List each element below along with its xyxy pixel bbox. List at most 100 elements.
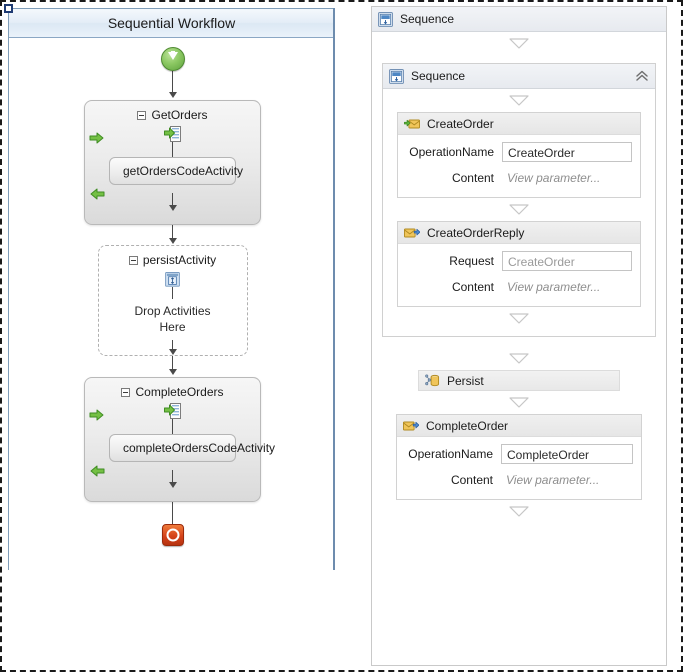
content-view-parameter-link[interactable]: View parameter... bbox=[507, 171, 601, 185]
inner-sequence[interactable]: Sequence bbox=[382, 63, 656, 337]
connector[interactable] bbox=[372, 391, 666, 414]
inner-sequence-label: Sequence bbox=[411, 69, 466, 83]
activity-completeorderscodeactivity[interactable]: completeOrdersCodeActivity bbox=[109, 434, 276, 462]
legacy-workflow-canvas[interactable]: GetOrders getOrdersCodeActivity bbox=[9, 38, 334, 571]
collapse-toggle-icon[interactable] bbox=[128, 255, 138, 265]
field-row: OperationName CompleteOrder bbox=[405, 444, 633, 464]
connector-line bbox=[172, 286, 173, 299]
field-label: OperationName bbox=[409, 145, 494, 159]
activity-fields: OperationName CompleteOrder Content View… bbox=[397, 437, 641, 499]
receive-icon bbox=[164, 126, 181, 142]
activity-title-row: CompleteOrders bbox=[121, 385, 224, 399]
connector-line bbox=[172, 71, 173, 93]
connector[interactable] bbox=[372, 347, 666, 370]
activity-label: CompleteOrders bbox=[135, 385, 224, 399]
connector-line bbox=[172, 419, 173, 434]
send-reply-icon bbox=[404, 228, 420, 237]
send-reply-icon bbox=[403, 421, 419, 430]
root-sequence-label: Sequence bbox=[400, 12, 455, 26]
receive-out-arrow-icon bbox=[90, 465, 105, 477]
activity-header[interactable]: CreateOrderReply bbox=[398, 222, 640, 244]
activity-fields: Request CreateOrder Content View paramet… bbox=[398, 244, 640, 306]
field-row: Content View parameter... bbox=[405, 470, 633, 490]
connector-arrow bbox=[168, 349, 177, 355]
request-input[interactable]: CreateOrder bbox=[502, 251, 632, 271]
inner-sequence-header[interactable]: Sequence bbox=[383, 64, 655, 89]
receive-message-icon bbox=[404, 119, 420, 128]
receive-icon bbox=[164, 403, 181, 419]
selection-handle[interactable] bbox=[4, 4, 13, 13]
field-label: Content bbox=[451, 171, 494, 185]
legacy-workflow-designer[interactable]: Sequential Workflow GetOrders bbox=[8, 8, 335, 571]
connector-line bbox=[172, 502, 173, 524]
connector-line bbox=[172, 225, 173, 239]
field-row: Content View parameter... bbox=[406, 277, 632, 297]
connector[interactable] bbox=[383, 198, 655, 221]
activity-label: Persist bbox=[447, 373, 484, 388]
activity-persist[interactable]: Persist bbox=[418, 370, 620, 391]
operationname-input[interactable]: CompleteOrder bbox=[501, 444, 633, 464]
activity-create-order[interactable]: CreateOrder OperationName CreateOrder Co… bbox=[397, 112, 641, 198]
connector[interactable] bbox=[372, 32, 666, 55]
root-sequence-body: Sequence bbox=[372, 32, 666, 523]
activity-label: completeOrdersCodeActivity bbox=[123, 441, 276, 455]
connector-arrow bbox=[168, 205, 177, 211]
activity-complete-order[interactable]: CompleteOrder OperationName CompleteOrde… bbox=[396, 414, 642, 500]
field-row: Content View parameter... bbox=[406, 168, 632, 188]
field-label: OperationName bbox=[408, 447, 493, 461]
receive-in-arrow-icon bbox=[89, 132, 104, 144]
triangle-down-connector-icon bbox=[509, 397, 529, 408]
connector-line bbox=[172, 142, 173, 157]
activity-header[interactable]: CompleteOrder bbox=[397, 415, 641, 437]
connector[interactable] bbox=[383, 307, 655, 330]
activity-label: CreateOrder bbox=[427, 116, 494, 131]
collapse-toggle-icon[interactable] bbox=[121, 387, 131, 397]
connector[interactable] bbox=[372, 500, 666, 523]
drop-hint-line-1: Drop Activities bbox=[134, 303, 211, 318]
wf4-workflow-designer[interactable]: Sequence Sequence bbox=[371, 6, 667, 666]
field-row: OperationName CreateOrder bbox=[406, 142, 632, 162]
sequence-icon bbox=[378, 11, 393, 27]
collapse-toggle-icon[interactable] bbox=[137, 110, 147, 120]
activity-persistactivity[interactable]: persistActivity Drop Activities Here bbox=[97, 245, 248, 356]
content-view-parameter-link[interactable]: View parameter... bbox=[506, 473, 600, 487]
connector[interactable] bbox=[383, 89, 655, 112]
activity-label: getOrdersCodeActivity bbox=[123, 164, 244, 178]
connector-line bbox=[172, 470, 173, 483]
activity-create-order-reply[interactable]: CreateOrderReply Request CreateOrder Con… bbox=[397, 221, 641, 307]
chevron-up-icon[interactable] bbox=[635, 69, 649, 83]
activity-header[interactable]: CreateOrder bbox=[398, 113, 640, 135]
connector-line bbox=[172, 356, 173, 370]
triangle-down-connector-icon bbox=[509, 313, 529, 324]
inner-sequence-body: CreateOrder OperationName CreateOrder Co… bbox=[383, 89, 655, 336]
connector-arrow bbox=[168, 369, 177, 375]
drop-activities-hint: Drop Activities Here bbox=[134, 303, 210, 335]
activity-getorderscodeactivity[interactable]: getOrdersCodeActivity bbox=[109, 157, 244, 185]
triangle-down-connector-icon bbox=[509, 95, 529, 106]
persist-db-icon bbox=[425, 374, 440, 386]
operationname-input[interactable]: CreateOrder bbox=[502, 142, 632, 162]
start-circle-icon[interactable] bbox=[160, 47, 185, 71]
connector-arrow bbox=[168, 238, 177, 244]
connector-line bbox=[172, 339, 173, 350]
stop-square-icon[interactable] bbox=[161, 524, 184, 546]
activity-label: GetOrders bbox=[151, 108, 208, 122]
triangle-down-connector-icon bbox=[509, 38, 529, 49]
field-label: Request bbox=[449, 254, 494, 268]
activity-label: CompleteOrder bbox=[426, 418, 509, 433]
activity-title-row: GetOrders bbox=[137, 108, 208, 122]
field-label: Content bbox=[451, 280, 494, 294]
activity-completeorders[interactable]: CompleteOrders completeOrdersCodeAc bbox=[84, 377, 276, 502]
root-sequence-header[interactable]: Sequence bbox=[372, 7, 666, 32]
activity-fields: OperationName CreateOrder Content View p… bbox=[398, 135, 640, 197]
persist-icon bbox=[165, 272, 180, 287]
receive-in-arrow-icon bbox=[89, 409, 104, 421]
activity-label: CreateOrderReply bbox=[427, 225, 525, 240]
activity-getorders[interactable]: GetOrders getOrdersCodeActivity bbox=[84, 100, 261, 225]
content-view-parameter-link[interactable]: View parameter... bbox=[507, 280, 601, 294]
field-row: Request CreateOrder bbox=[406, 251, 632, 271]
drop-hint-line-2: Here bbox=[159, 319, 186, 334]
triangle-down-connector-icon bbox=[509, 204, 529, 215]
legacy-workflow-title: Sequential Workflow bbox=[9, 9, 334, 38]
triangle-down-connector-icon bbox=[509, 506, 529, 517]
